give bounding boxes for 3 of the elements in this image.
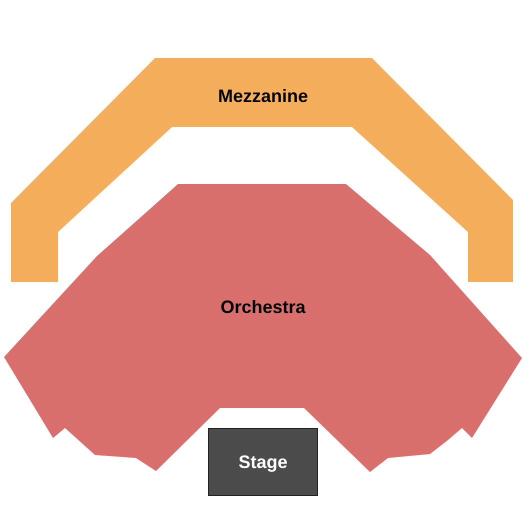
section-label: Orchestra [220, 296, 306, 319]
section-label: Mezzanine [218, 85, 308, 108]
section-label: Stage [238, 451, 288, 474]
